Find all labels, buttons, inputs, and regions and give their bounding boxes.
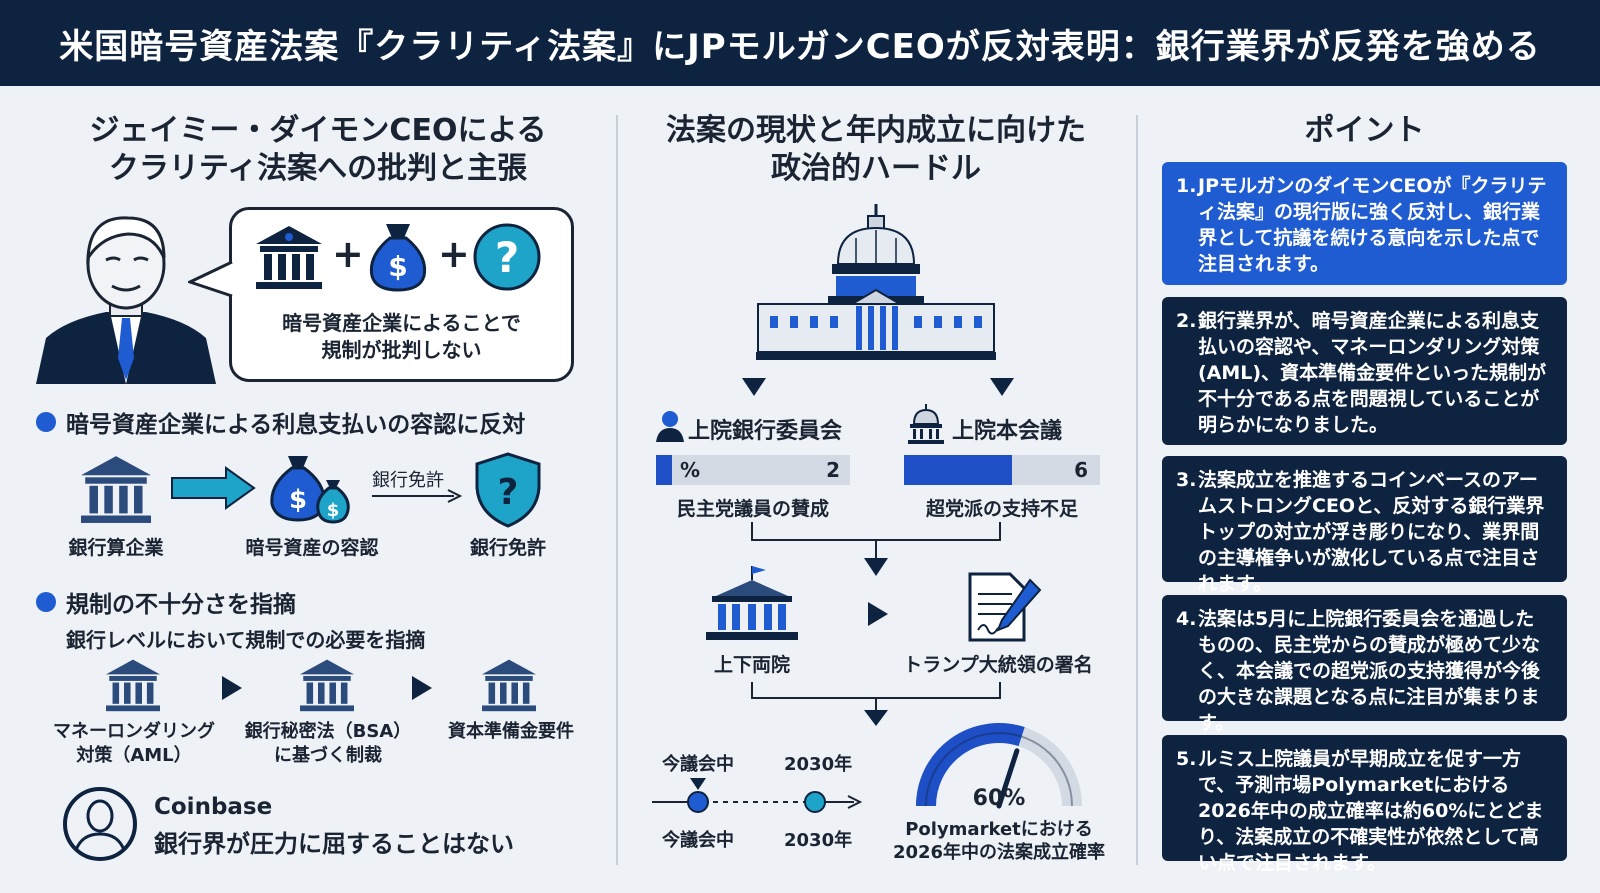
point-text: ルミス上院議員が早期成立を促す一方で、予測市場Polymarketにおける202… [1198,748,1544,874]
floor-label: 上院本会議 [952,419,1063,444]
timeline-bottom-right-label: 2030年 [784,830,853,851]
person-icon [656,411,684,442]
svg-text:$: $ [289,485,307,515]
thin-arrow-icon [372,489,462,503]
section2-heading-text: 規制の不十分さを指摘 [66,592,296,618]
svg-text:?: ? [498,472,519,513]
bubble-tail [188,260,234,298]
arrow-right-icon [171,466,256,510]
svg-text:$: $ [388,250,407,283]
capitol-dome-icon [908,404,944,444]
bank-icon [81,456,151,523]
column-divider-2 [1136,115,1138,865]
timeline-top-right-label: 2030年 [784,754,853,775]
merge-connector [751,682,1001,726]
flow-label-crypto: 暗号資産の容認 [245,537,379,559]
floor-caption: 超党派の支持不足 [925,498,1078,520]
bank-icon [482,659,536,712]
timeline-graphic [652,778,863,813]
congress-building-icon [706,566,798,640]
person-avatar-icon [63,787,137,861]
point-card-3: 3. 法案成立を推進するコインベースのアームストロングCEOと、反対する銀行業界… [1162,456,1567,595]
triangle-arrow-icon [412,676,432,700]
svg-text:?: ? [495,233,519,282]
money-bags-icon: $ $ [270,456,350,524]
probability-gauge [916,723,1082,809]
point-text: 法案成立を推進するコインベースのアームストロングCEOと、反対する銀行業界トップ… [1198,469,1545,595]
column-divider-1 [616,115,618,865]
committee-bar-fill [656,455,672,485]
point-card-5: 5. ルミス上院議員が早期成立を促す一方で、予測市場Polymarketにおける… [1162,735,1567,874]
bank-icon [256,226,322,289]
bank-icon [300,659,354,712]
flow-label-bank: 銀行算企業 [68,537,164,559]
point-card-2: 2. 銀行業界が、暗号資産企業による利息支払いの容認や、マネーロンダリング対策(… [1162,297,1567,445]
section1-heading: 暗号資産企業による利息支払いの容認に反対 [36,405,525,439]
step-both-houses-label: 上下両院 [713,654,790,676]
bullet-dot-icon [36,592,56,612]
down-triangle-icon [990,378,1014,396]
capitol-building-icon [756,204,996,360]
point-number: 3. [1176,469,1197,491]
point-card-1: 1. JPモルガンのダイモンCEOが『クラリティ法案』の現行版に強く反対し、銀行… [1162,162,1567,285]
committee-bar: % 2 [656,455,850,485]
floor-bar-right-label: 6 [1074,458,1088,482]
point-number: 1. [1176,175,1197,197]
merge-connector [751,522,1001,576]
point-text: JPモルガンのダイモンCEOが『クラリティ法案』の現行版に強く反対し、銀行業界と… [1198,175,1547,275]
flow-label-license: 銀行免許 [469,537,546,559]
timeline-top-left-label: 今議会中 [662,754,734,775]
regulation-label-bsa: 銀行秘密法（BSA） に基づく制裁 [244,721,412,766]
question-icon: ? [473,223,541,291]
regulation-label-aml: マネーロンダリング 対策（AML） [53,721,215,766]
committee-label: 上院銀行委員会 [688,419,843,444]
right-column-title: ポイント [1304,113,1425,148]
plus-icon: + [438,232,470,276]
speech-bubble: + $ + ? 暗号資産企業によることで 規制が批判しない [229,207,574,382]
committee-bar-right-label: 2 [826,458,840,482]
plus-icon: + [332,232,364,276]
regulation-label-capital: 資本準備金要件 [448,721,574,742]
coinbase-quote: 銀行界が圧力に屈することはない [154,830,514,858]
triangle-arrow-icon [222,676,242,700]
committee-bar-left-label: % [680,458,701,482]
committee-caption: 民主党議員の賛成 [676,498,829,520]
bubble-text: 暗号資産企業によることで 規制が批判しない [282,311,521,362]
floor-bar-fill [904,455,1012,485]
section1-heading-text: 暗号資産企業による利息支払いの容認に反対 [66,412,526,438]
triangle-arrow-icon [868,602,888,626]
gauge-value: 60% [972,786,1026,811]
section2-subtext: 銀行レベルにおいて規制での必要を指摘 [66,628,426,652]
coinbase-name: Coinbase [154,794,273,820]
floor-bar: 6 [904,455,1100,485]
svg-text:$: $ [327,500,340,521]
point-text: 銀行業界が、暗号資産企業による利息支払いの容認や、マネーロンダリング対策(AML… [1198,310,1547,436]
section2-heading: 規制の不十分さを指摘 [36,585,296,619]
point-text: 法案は5月に上院銀行委員会を通過したものの、民主党からの賛成が極めて少なく、本会… [1198,608,1541,734]
bank-icon [106,659,160,712]
point-card-4: 4. 法案は5月に上院銀行委員会を通過したものの、民主党からの賛成が極めて少なく… [1162,595,1567,734]
document-sign-icon [968,572,1042,642]
arrow-caption: 銀行免許 [372,470,444,491]
point-number: 2. [1176,310,1197,332]
step-signature-label: トランプ大統領の署名 [903,654,1093,676]
timeline-bottom-left-label: 今議会中 [662,830,734,851]
middle-column-title: 法案の現状と年内成立に向けた 政治的ハードル [666,113,1086,186]
down-triangle-icon [742,378,766,396]
page-title: 米国暗号資産法案『クラリティ法案』にJPモルガンCEOが反対表明：銀行業界が反発… [59,26,1541,67]
shield-question-icon: ? [475,452,541,528]
header-bar: 米国暗号資産法案『クラリティ法案』にJPモルガンCEOが反対表明：銀行業界が反発… [0,0,1600,86]
left-column-title: ジェイミー・ダイモンCEOによる クラリティ法案への批判と主張 [89,113,547,186]
ceo-portrait-icon [36,216,216,384]
point-number: 4. [1176,608,1197,630]
bullet-dot-icon [36,412,56,432]
gauge-caption: Polymarketにおける 2026年中の法案成立確率 [892,819,1106,863]
point-number: 5. [1176,748,1197,770]
money-bag-icon: $ [369,224,427,292]
